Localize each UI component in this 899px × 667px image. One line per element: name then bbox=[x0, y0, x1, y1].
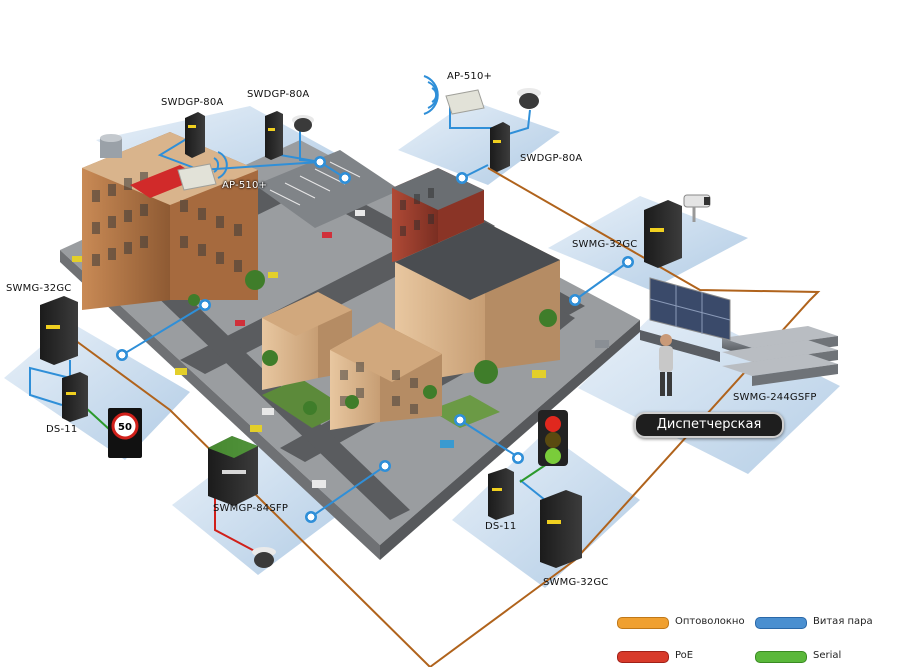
switch-swdgp80a-3 bbox=[490, 122, 510, 172]
label-swmg32gc-bottom: SWMG-32GC bbox=[543, 577, 609, 588]
cars bbox=[72, 210, 609, 488]
video-wall bbox=[640, 277, 731, 362]
speed-limit-sign: 50 bbox=[108, 408, 142, 458]
operator-figure bbox=[659, 334, 673, 396]
switch-swmgp84sfp bbox=[208, 436, 258, 506]
label-swmgp84sfp: SWMGP-84SFP bbox=[213, 503, 289, 514]
dome-camera-right bbox=[517, 88, 541, 109]
access-point-ap510-roof bbox=[177, 151, 228, 191]
traffic-light bbox=[538, 410, 568, 466]
legend-swatch-serial bbox=[755, 651, 807, 663]
dispatch-center-label: Диспетчерская bbox=[656, 417, 762, 432]
switch-swmg32gc-right bbox=[644, 200, 682, 268]
serial-server-ds11-left bbox=[62, 372, 88, 422]
bullet-camera bbox=[683, 194, 711, 222]
legend-swatch-fiber bbox=[617, 617, 669, 629]
label-swdgp80a-2: SWDGP-80A bbox=[247, 89, 310, 100]
label-ap510-roof: AP-510+ bbox=[222, 180, 268, 191]
switch-swdgp80a-1 bbox=[185, 112, 205, 158]
label-ap510-top: AP-510+ bbox=[447, 71, 493, 82]
label-swmg32gc-right: SWMG-32GC bbox=[572, 239, 638, 250]
label-ds11-bottom: DS-11 bbox=[485, 521, 517, 532]
dispatch-center-badge: Диспетчерская bbox=[634, 412, 784, 438]
legend-label-twisted-pair: Витая пара bbox=[813, 616, 873, 627]
legend-label-serial: Serial bbox=[813, 650, 842, 661]
label-swdgp80a-3: SWDGP-80A bbox=[520, 153, 583, 164]
switch-swmg32gc-bottom bbox=[540, 490, 582, 568]
legend-swatch-poe bbox=[617, 651, 669, 663]
label-swmg244gsfp: SWMG-244GSFP bbox=[733, 392, 817, 403]
poe-links bbox=[214, 498, 263, 556]
speed-sign-text: 50 bbox=[118, 422, 132, 433]
switch-swmg244gsfp bbox=[722, 326, 838, 386]
legend-label-fiber: Оптоволокно bbox=[675, 616, 745, 627]
switch-swdgp80a-2 bbox=[265, 111, 283, 160]
dome-camera-bottom bbox=[252, 547, 276, 568]
switch-swmg32gc-left bbox=[40, 296, 78, 365]
link-nodes bbox=[116, 156, 634, 523]
label-swdgp80a-1: SWDGP-80A bbox=[161, 97, 224, 108]
legend-label-poe: PoE bbox=[675, 650, 694, 661]
legend-swatch-twisted-pair bbox=[755, 617, 807, 629]
access-point-ap510-top bbox=[423, 75, 485, 115]
label-ds11-left: DS-11 bbox=[46, 424, 78, 435]
dome-camera-top bbox=[292, 115, 314, 132]
serial-server-ds11-bottom bbox=[488, 468, 514, 520]
trees bbox=[188, 270, 557, 415]
label-swmg32gc-left: SWMG-32GC bbox=[6, 283, 72, 294]
